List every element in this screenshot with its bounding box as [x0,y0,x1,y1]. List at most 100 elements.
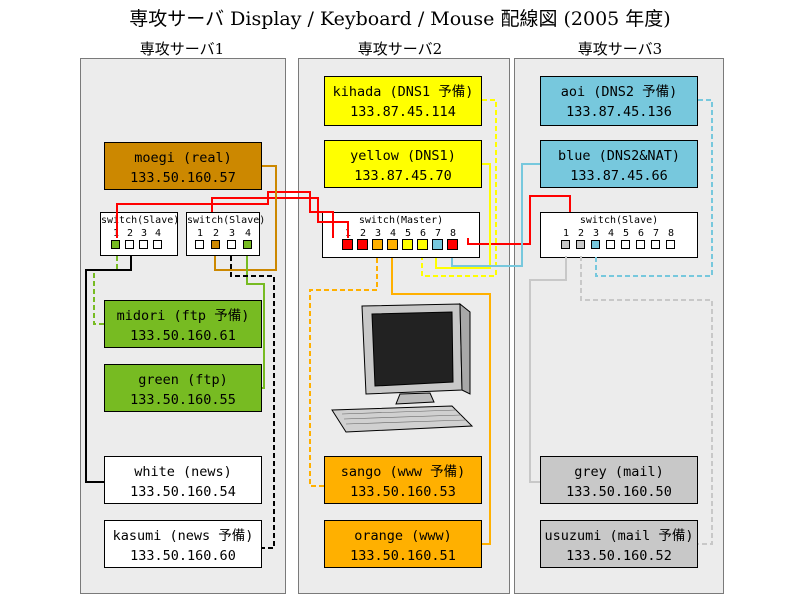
port-label: 1 [196,228,204,239]
switch-port [666,240,675,249]
switch-port [636,240,645,249]
port-label: 2 [126,228,134,239]
server-orange: orange (www) 133.50.160.51 [324,520,482,568]
port-label: 7 [434,228,442,239]
server-orange-ip: 133.50.160.51 [350,548,456,564]
server-grey: grey (mail) 133.50.160.50 [540,456,698,504]
server-green: green (ftp) 133.50.160.55 [104,364,262,412]
server-kasumi: kasumi (news 予備) 133.50.160.60 [104,520,262,568]
server-aoi-name: aoi (DNS2 予備) [560,84,678,100]
rack-3 [514,58,724,594]
switch-port [357,239,368,250]
server-blue-ip: 133.87.45.66 [570,168,668,184]
server-white: white (news) 133.50.160.54 [104,456,262,504]
server-moegi-ip: 133.50.160.57 [130,170,236,186]
server-blue-name: blue (DNS2&NAT) [558,148,680,164]
switch-port [621,240,630,249]
server-grey-name: grey (mail) [574,464,664,480]
rack-3-label: 専攻サーバ3 [577,40,663,58]
port-label: 3 [592,228,600,239]
switch-port [195,240,204,249]
server-yellow-ip: 133.87.45.70 [354,168,452,184]
port-label: 1 [562,228,570,239]
port-label: 4 [154,228,162,239]
server-yellow-name: yellow (DNS1) [350,148,456,164]
server-kihada-name: kihada (DNS1 予備) [332,84,474,100]
server-sango: sango (www 予備) 133.50.160.53 [324,456,482,504]
switch-port [402,239,413,250]
server-sango-ip: 133.50.160.53 [350,484,456,500]
port-label: 5 [404,228,412,239]
switch-port [576,240,585,249]
switch-port [111,240,120,249]
server-usuzumi-ip: 133.50.160.52 [566,548,672,564]
switch-port [153,240,162,249]
switch-port [432,239,443,250]
server-usuzumi-name: usuzumi (mail 予備) [544,528,694,544]
switch-port [561,240,570,249]
switch-slave-3: switch(Slave) 1 2 3 4 5 6 7 8 [540,212,698,258]
port-label: 4 [607,228,615,239]
server-moegi-name: moegi (real) [134,150,232,166]
switch-port [139,240,148,249]
port-label: 4 [389,228,397,239]
server-midori: midori (ftp 予備) 133.50.160.61 [104,300,262,348]
server-kihada-ip: 133.87.45.114 [350,104,456,120]
server-white-ip: 133.50.160.54 [130,484,236,500]
port-label: 2 [577,228,585,239]
server-blue: blue (DNS2&NAT) 133.87.45.66 [540,140,698,188]
switch-port [606,240,615,249]
switch-slave-1b: switch(Slave) 1 2 3 4 [186,212,266,256]
server-green-ip: 133.50.160.55 [130,392,236,408]
server-white-name: white (news) [134,464,232,480]
port-label: 8 [449,228,457,239]
rack-1-label: 専攻サーバ1 [139,40,225,58]
port-label: 6 [637,228,645,239]
port-label: 7 [652,228,660,239]
port-label: 6 [419,228,427,239]
server-grey-ip: 133.50.160.50 [566,484,672,500]
switch-port [125,240,134,249]
switch-slave-1b-label: switch(Slave) [187,215,266,226]
server-yellow: yellow (DNS1) 133.87.45.70 [324,140,482,188]
switch-port [211,240,220,249]
server-kasumi-ip: 133.50.160.60 [130,548,236,564]
server-aoi-ip: 133.87.45.136 [566,104,672,120]
console-computer-icon [331,302,474,433]
switch-port [387,239,398,250]
rack-2-label: 専攻サーバ2 [357,40,443,58]
server-kasumi-name: kasumi (news 予備) [112,528,254,544]
port-label: 4 [244,228,252,239]
port-label: 1 [112,228,120,239]
port-label: 2 [359,228,367,239]
switch-master-label: switch(Master) [358,215,444,226]
server-moegi: moegi (real) 133.50.160.57 [104,142,262,190]
server-orange-name: orange (www) [354,528,452,544]
switch-port [342,239,353,250]
switch-port [651,240,660,249]
switch-port [417,239,428,250]
switch-slave-1a-label: switch(Slave) [101,215,180,226]
port-label: 1 [344,228,352,239]
server-green-name: green (ftp) [138,372,228,388]
switch-port [227,240,236,249]
port-label: 3 [140,228,148,239]
port-label: 3 [228,228,236,239]
server-midori-ip: 133.50.160.61 [130,328,236,344]
server-kihada: kihada (DNS1 予備) 133.87.45.114 [324,76,482,126]
port-label: 2 [212,228,220,239]
diagram-title: 専攻サーバ Display / Keyboard / Mouse 配線図 (20… [129,8,671,30]
switch-port [591,240,600,249]
port-label: 8 [667,228,675,239]
switch-master: switch(Master) 1 2 3 4 5 6 7 8 [322,212,480,258]
switch-slave-3-label: switch(Slave) [579,215,659,226]
switch-port [243,240,252,249]
server-sango-name: sango (www 予備) [340,464,466,480]
server-aoi: aoi (DNS2 予備) 133.87.45.136 [540,76,698,126]
port-label: 3 [374,228,382,239]
switch-slave-1a: switch(Slave) 1 2 3 4 [100,212,180,256]
switch-port [447,239,458,250]
switch-port [372,239,383,250]
server-midori-name: midori (ftp 予備) [116,308,250,324]
server-usuzumi: usuzumi (mail 予備) 133.50.160.52 [540,520,698,568]
